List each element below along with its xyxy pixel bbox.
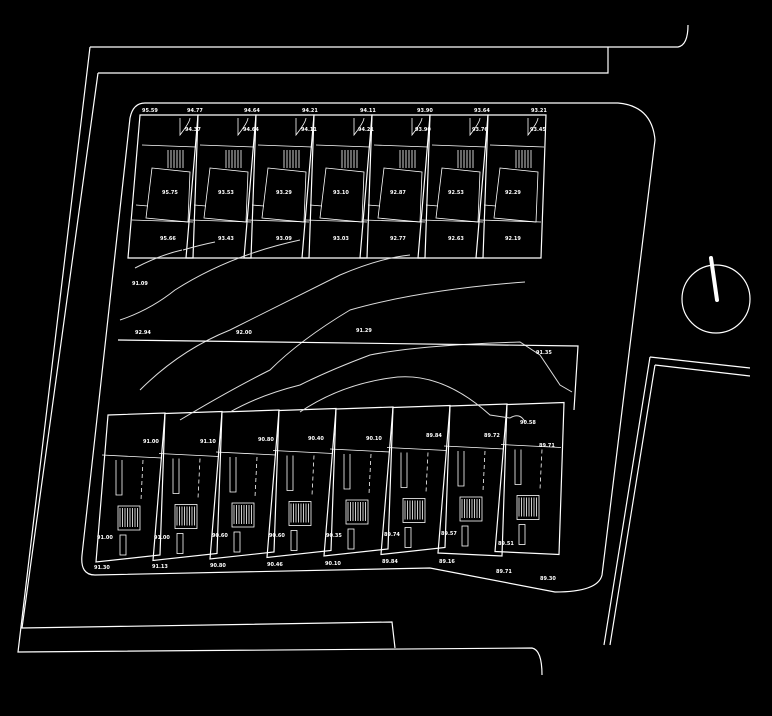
bottom-yard-level: 89.72: [484, 433, 500, 439]
house-units: [95, 114, 565, 563]
bottom-yard-level: 89.71: [539, 443, 555, 449]
bottom-inner-level: 90.35: [326, 533, 342, 539]
bottom-street-level: 91.30: [94, 565, 110, 571]
bottom-unit: [323, 406, 394, 557]
top-edge-level: 94.11: [360, 108, 376, 114]
top-yard-level: 93.09: [276, 236, 292, 242]
bottom-inner-level: 89.57: [441, 531, 457, 537]
middle-level: 91.09: [132, 281, 148, 287]
top-unit-level: 92.87: [390, 190, 406, 196]
top-unit-level: 93.29: [276, 190, 292, 196]
top-edge-level: 94.21: [302, 108, 318, 114]
bottom-yard-level: 91.00: [143, 439, 159, 445]
bottom-street-level: 89.16: [439, 559, 455, 565]
top-unit-level: 95.75: [162, 190, 178, 196]
road-outlines: [17, 24, 751, 676]
bottom-street-level: 89.71: [496, 569, 512, 575]
bottom-street-level: 90.10: [325, 561, 341, 567]
top-unit: [475, 114, 547, 259]
bottom-inner-level: 90.60: [269, 533, 285, 539]
bottom-unit: [494, 401, 565, 556]
top-edge-level: 93.64: [474, 108, 490, 114]
top-edge-level: 93.90: [417, 108, 433, 114]
middle-level: 91.29: [356, 328, 372, 334]
top-inner-level: 93.76: [472, 127, 488, 133]
bottom-yard-level: 90.40: [308, 436, 324, 442]
top-edge-level: 94.77: [187, 108, 203, 114]
top-inner-level: 94.37: [185, 127, 201, 133]
top-inner-level: 93.90: [415, 127, 431, 133]
bottom-inner-level: 89.74: [384, 532, 400, 538]
top-yard-level: 92.19: [505, 236, 521, 242]
bottom-unit: [380, 404, 451, 556]
bottom-yard-level: 90.80: [258, 437, 274, 443]
bottom-street-level: 90.46: [267, 562, 283, 568]
top-unit-level: 92.53: [448, 190, 464, 196]
middle-level: 91.35: [536, 350, 552, 356]
elevation-labels: 95.59 94.77 94.64 94.21 94.11 93.90 93.64 93.21…: [94, 108, 556, 582]
top-yard-level: 92.77: [390, 236, 406, 242]
bottom-street-level: 90.80: [210, 563, 226, 569]
bottom-inner-level: 89.51: [498, 541, 514, 547]
bottom-unit: [95, 412, 166, 563]
terrain-contours: [119, 239, 573, 423]
bottom-unit: [209, 409, 280, 560]
top-edge-level: 95.59: [142, 108, 158, 114]
middle-level: 92.00: [236, 330, 252, 336]
top-yard-level: 95.66: [160, 236, 176, 242]
site-boundary: [81, 102, 656, 593]
north-arrow: [681, 256, 751, 334]
bottom-yard-level: 89.84: [426, 433, 442, 439]
bottom-inner-level: 90.60: [212, 533, 228, 539]
middle-level: 92.94: [135, 330, 151, 336]
bottom-unit: [437, 403, 508, 557]
top-yard-level: 92.63: [448, 236, 464, 242]
bottom-unit: [266, 407, 337, 559]
bottom-street-level: 89.30: [540, 576, 556, 582]
bottom-yard-level: 91.10: [200, 439, 216, 445]
top-yard-level: 93.03: [333, 236, 349, 242]
middle-level: 90.58: [520, 420, 536, 426]
bottom-yard-level: 90.10: [366, 436, 382, 442]
bottom-inner-level: 91.00: [154, 535, 170, 541]
bottom-unit: [152, 410, 223, 562]
bottom-street-level: 89.84: [382, 559, 398, 565]
bottom-street-level: 91.13: [152, 564, 168, 570]
top-unit-level: 93.53: [218, 190, 234, 196]
top-unit: [127, 114, 199, 259]
top-inner-level: 94.64: [243, 127, 259, 133]
middle-band: [117, 339, 579, 411]
top-edge-level: 94.64: [244, 108, 260, 114]
top-inner-level: 93.45: [530, 127, 546, 133]
top-unit-level: 93.10: [333, 190, 349, 196]
top-unit-level: 92.29: [505, 190, 521, 196]
top-yard-level: 93.43: [218, 236, 234, 242]
bottom-inner-level: 91.00: [97, 535, 113, 541]
top-inner-level: 94.21: [358, 127, 374, 133]
top-edge-level: 93.21: [531, 108, 547, 114]
top-inner-level: 94.11: [301, 127, 317, 133]
